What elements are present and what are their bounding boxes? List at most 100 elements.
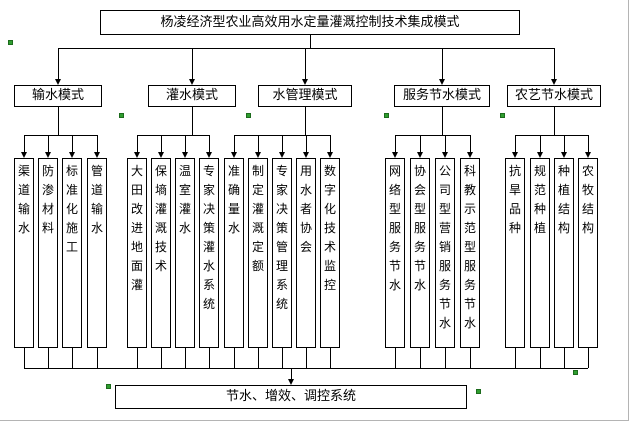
leaf-box[interactable]: 公司型营销服务节水 (435, 158, 455, 348)
selection-handle-icon[interactable] (8, 40, 13, 45)
result-box[interactable]: 节水、增效、调控系统 (115, 385, 467, 409)
leaf-box[interactable]: 网络型服务节水 (385, 158, 405, 348)
connector (185, 348, 186, 368)
arrowhead-icon (537, 152, 543, 158)
connector (192, 107, 193, 135)
leaf-box[interactable]: 抗旱品种 (505, 158, 525, 348)
leaf-box[interactable]: 温室灌水 (175, 158, 195, 348)
connector (306, 348, 307, 368)
connector (161, 348, 162, 368)
leaf-box[interactable]: 种植结构 (554, 158, 574, 348)
connector (445, 348, 446, 368)
connector (24, 135, 25, 152)
arrowhead-icon (21, 152, 27, 158)
connector (445, 135, 446, 152)
connector (291, 368, 292, 379)
leaf-box[interactable]: 大田改进地面灌 (127, 158, 147, 348)
arrowhead-icon (279, 152, 285, 158)
connector (540, 348, 541, 368)
connector (554, 48, 555, 79)
connector (24, 348, 25, 368)
leaf-box[interactable]: 管道输水 (87, 158, 107, 348)
connector (58, 48, 59, 79)
arrowhead-icon (231, 152, 237, 158)
connector (588, 135, 589, 152)
connector (306, 135, 307, 152)
arrowhead-icon (512, 152, 518, 158)
arrowhead-icon (94, 152, 100, 158)
connector (564, 135, 565, 152)
connector (161, 135, 162, 152)
mode-box[interactable]: 输水模式 (14, 85, 102, 107)
leaf-box[interactable]: 用水者协会 (296, 158, 316, 348)
arrowhead-icon (182, 152, 188, 158)
connector (72, 348, 73, 368)
leaf-box[interactable]: 准确量水 (224, 158, 244, 348)
leaf-box[interactable]: 防渗材料 (38, 158, 58, 348)
connector (97, 348, 98, 368)
arrowhead-icon (255, 152, 261, 158)
connector (442, 107, 443, 135)
arrowhead-icon (55, 79, 61, 85)
connector (310, 34, 311, 48)
arrowhead-icon (467, 152, 473, 158)
connector (305, 107, 306, 135)
selection-handle-icon[interactable] (384, 113, 389, 118)
connector (192, 48, 193, 79)
connector (282, 348, 283, 368)
leaf-box[interactable]: 专家决策灌水系统 (199, 158, 219, 348)
arrowhead-icon (302, 79, 308, 85)
connector (420, 135, 421, 152)
selection-handle-icon[interactable] (106, 384, 111, 389)
selection-handle-icon[interactable] (246, 113, 251, 118)
connector (58, 48, 555, 49)
connector (564, 348, 565, 368)
leaf-box[interactable]: 专家决策管理系统 (272, 158, 292, 348)
connector (330, 348, 331, 368)
mode-box[interactable]: 服务节水模式 (394, 85, 490, 107)
arrowhead-icon (189, 79, 195, 85)
connector (282, 135, 283, 152)
selection-handle-icon[interactable] (119, 113, 124, 118)
connector (470, 348, 471, 368)
connector (137, 348, 138, 368)
connector (395, 135, 470, 136)
mode-box[interactable]: 农艺节水模式 (507, 85, 601, 107)
arrowhead-icon (134, 152, 140, 158)
leaf-box[interactable]: 规范种植 (530, 158, 550, 348)
connector (554, 107, 555, 135)
selection-handle-icon[interactable] (476, 389, 481, 394)
mode-box[interactable]: 水管理模式 (258, 85, 352, 107)
arrowhead-icon (417, 152, 423, 158)
leaf-box[interactable]: 制定灌溉定额 (248, 158, 268, 348)
arrowhead-icon (561, 152, 567, 158)
connector (48, 348, 49, 368)
connector (305, 48, 306, 79)
diagram-title-box[interactable]: 杨凌经济型农业高效用水定量灌溉控制技术集成模式 (100, 10, 520, 35)
arrowhead-icon (206, 152, 212, 158)
connector (234, 135, 235, 152)
selection-handle-icon[interactable] (500, 113, 505, 118)
connector (442, 48, 443, 79)
leaf-box[interactable]: 数字化技术监控 (320, 158, 340, 348)
leaf-box[interactable]: 保墒灌溉技术 (151, 158, 171, 348)
arrowhead-icon (439, 79, 445, 85)
leaf-box[interactable]: 渠道输水 (14, 158, 34, 348)
leaf-box[interactable]: 农牧结构 (578, 158, 598, 348)
arrowhead-icon (585, 152, 591, 158)
arrowhead-icon (303, 152, 309, 158)
connector (420, 348, 421, 368)
connector (258, 348, 259, 368)
selection-handle-icon[interactable] (573, 370, 578, 375)
connector (515, 348, 516, 368)
leaf-box[interactable]: 科教示范型服务节水 (460, 158, 480, 348)
connector (540, 135, 541, 152)
leaf-box[interactable]: 协会型服务节水 (410, 158, 430, 348)
arrowhead-icon (392, 152, 398, 158)
arrowhead-icon (551, 79, 557, 85)
arrowhead-icon (158, 152, 164, 158)
leaf-box[interactable]: 标准化施工 (62, 158, 82, 348)
connector (395, 135, 396, 152)
mode-box[interactable]: 灌水模式 (148, 85, 236, 107)
connector (209, 348, 210, 368)
